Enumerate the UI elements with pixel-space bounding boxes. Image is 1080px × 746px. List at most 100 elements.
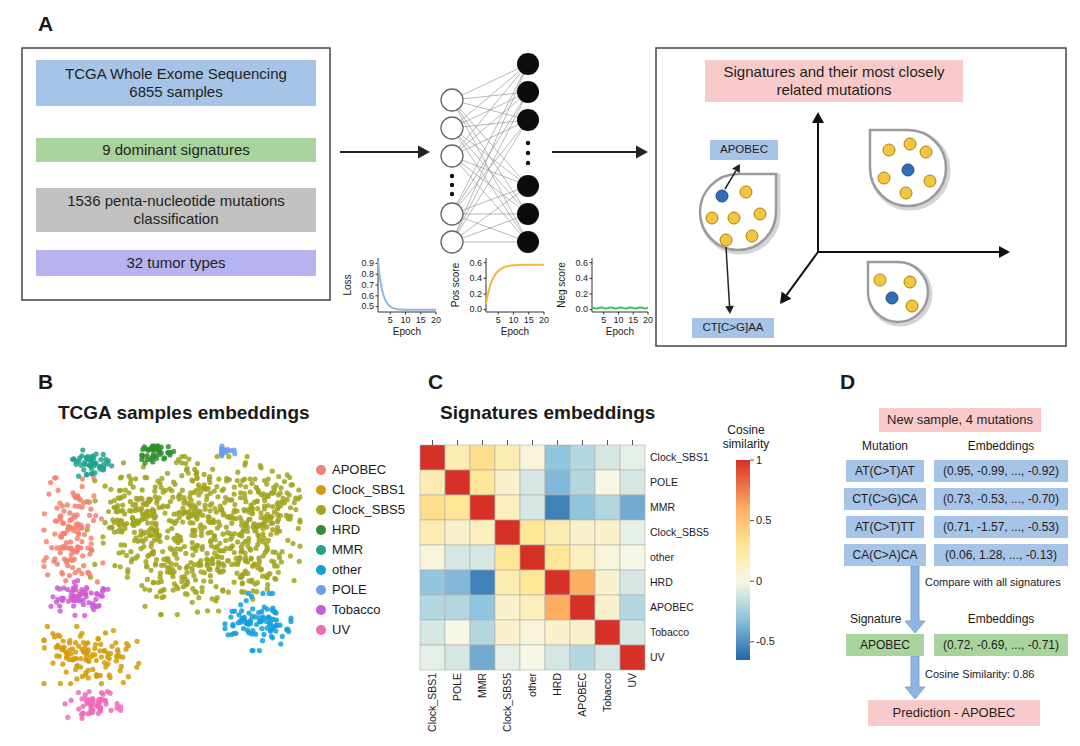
sample-point xyxy=(228,614,233,619)
sample-point xyxy=(143,530,148,535)
sample-point xyxy=(232,631,237,636)
sample-point xyxy=(84,585,89,590)
tick-label: 20 xyxy=(643,315,653,325)
sample-point xyxy=(70,565,75,570)
sample-point xyxy=(66,599,71,604)
tick-mark xyxy=(544,312,545,315)
box-text: 9 dominant signatures xyxy=(102,141,250,159)
sample-point xyxy=(65,558,70,563)
sample-point xyxy=(192,533,197,538)
box-text: (0.72, -0.69, ..., -0.71) xyxy=(943,638,1059,652)
sample-point xyxy=(208,508,213,513)
sample-point xyxy=(256,523,261,528)
tick-mark xyxy=(603,312,604,315)
sample-point xyxy=(182,544,187,549)
panel-letter: C xyxy=(428,370,443,394)
row-label: APOBEC xyxy=(650,601,694,613)
sample-point xyxy=(206,514,211,519)
sample-point xyxy=(56,633,61,638)
flow-arrow xyxy=(340,151,418,153)
sample-point xyxy=(249,555,254,560)
sample-point xyxy=(55,643,60,648)
sample-point xyxy=(239,523,244,528)
row-label: HRD xyxy=(650,576,673,588)
sample-point xyxy=(249,506,254,511)
sample-point xyxy=(65,715,70,720)
leader-arrow-head xyxy=(732,164,740,173)
sample-point xyxy=(208,573,213,578)
sample-point xyxy=(133,476,138,481)
sample-point xyxy=(250,606,255,611)
tick-label: 0.5 xyxy=(361,301,374,311)
embedding-box: (0.73, -0.53, ..., -0.70) xyxy=(934,488,1068,510)
sample-point xyxy=(119,475,124,480)
sample-point xyxy=(92,562,97,567)
sample-point xyxy=(255,506,260,511)
callout-box: CT[C>G]AA xyxy=(692,318,774,338)
sample-point xyxy=(82,532,87,537)
sample-point xyxy=(48,480,53,485)
column-label: HRD xyxy=(551,673,563,696)
sample-point xyxy=(45,572,50,577)
heatmap-cell xyxy=(420,495,445,520)
output-neuron xyxy=(517,175,539,197)
tick-label: 10 xyxy=(508,315,518,325)
sample-point xyxy=(123,647,128,652)
sample-point xyxy=(92,470,97,475)
sample-point xyxy=(141,501,146,506)
flow-arrow-head xyxy=(636,145,648,158)
sample-point xyxy=(205,563,210,568)
tick-mark xyxy=(436,312,437,315)
sample-point xyxy=(132,530,137,535)
sample-point xyxy=(81,563,86,568)
sample-point xyxy=(90,667,95,672)
tick-label: 15 xyxy=(628,315,638,325)
sample-point xyxy=(148,533,153,538)
sample-point xyxy=(191,502,196,507)
sample-point xyxy=(78,545,83,550)
sample-point xyxy=(154,527,159,532)
sample-point xyxy=(255,542,260,547)
sample-point xyxy=(260,539,265,544)
panel-frame xyxy=(656,48,1066,346)
sample-point xyxy=(100,560,105,565)
sample-point xyxy=(118,564,123,569)
heatmap-cell xyxy=(470,470,495,495)
sample-point xyxy=(276,474,281,479)
heatmap-cell xyxy=(445,595,470,620)
sample-point xyxy=(91,493,96,498)
axis-head xyxy=(999,246,1010,258)
sample-point xyxy=(77,597,82,602)
sample-point xyxy=(103,484,108,489)
tick-label: 0.4 xyxy=(469,273,482,283)
sample-point xyxy=(46,492,51,497)
sample-point xyxy=(265,582,270,587)
axis xyxy=(817,123,819,252)
sample-point xyxy=(266,572,271,577)
tick-label: 10 xyxy=(400,315,410,325)
heatmap-cell xyxy=(470,570,495,595)
sample-point xyxy=(103,520,108,525)
sample-point xyxy=(273,550,278,555)
sample-point xyxy=(87,500,92,505)
sample-point xyxy=(114,653,119,658)
sample-point xyxy=(161,490,166,495)
sample-point xyxy=(58,534,63,539)
sample-point xyxy=(168,570,173,575)
sample-point xyxy=(199,533,204,538)
sample-point xyxy=(236,612,241,617)
sample-point xyxy=(254,589,259,594)
sample-point xyxy=(82,613,87,618)
sample-point xyxy=(80,674,85,679)
tick-label: 0.9 xyxy=(361,258,374,268)
sample-point xyxy=(229,534,234,539)
sample-point xyxy=(263,514,268,519)
sample-point xyxy=(297,559,302,564)
training-curve xyxy=(378,261,436,310)
embedding-box: (0.06, 1.28, ..., -0.13) xyxy=(934,544,1068,566)
sample-point xyxy=(262,503,267,508)
sample-point xyxy=(141,544,146,549)
sample-point xyxy=(215,494,220,499)
sample-point xyxy=(152,538,157,543)
